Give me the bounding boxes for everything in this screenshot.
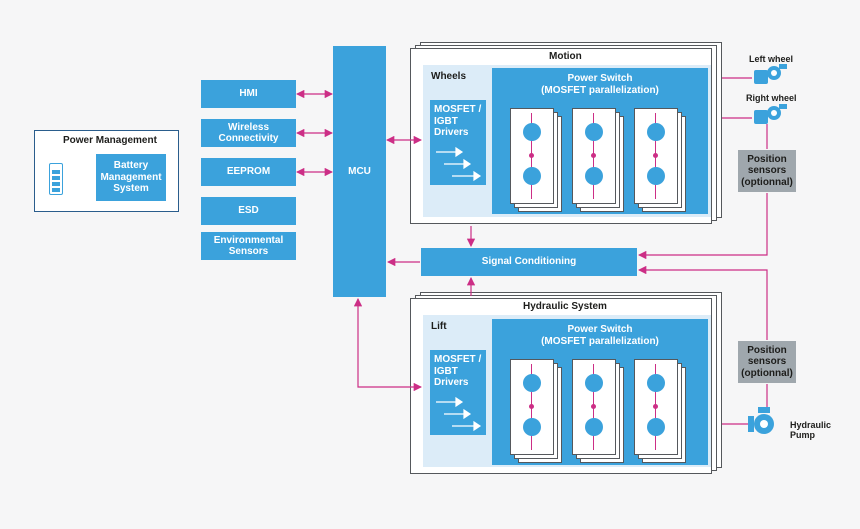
- motion-power-switch-label: Power Switch (MOSFET parallelization): [541, 73, 659, 96]
- position-sensors-top: Position sensors (optionnal): [738, 150, 796, 192]
- bms-block: Battery Management System: [96, 154, 166, 201]
- lift-transistor-high-2: [647, 374, 665, 392]
- right-wheel-label: Right wheel: [746, 93, 797, 103]
- lift-transistor-high-0: [523, 374, 541, 392]
- lift-switch-node-1: [591, 404, 596, 409]
- lift-drivers-label: MOSFET / IGBT Drivers: [434, 354, 482, 388]
- motion-switch-node-0: [529, 153, 534, 158]
- lift-power-switch-label: Power Switch (MOSFET parallelization): [541, 324, 659, 347]
- motion-switch-node-2: [653, 153, 658, 158]
- esd-block: ESD: [201, 197, 296, 225]
- motion-driver-glyphs: [436, 146, 482, 182]
- lift-label: Lift: [431, 321, 447, 332]
- signal-conditioning-block: Signal Conditioning: [421, 248, 637, 276]
- lift-drivers-block: MOSFET / IGBT Drivers: [430, 350, 486, 435]
- lift-switch-node-0: [529, 404, 534, 409]
- hydraulic-title: Hydraulic System: [523, 301, 607, 312]
- lift-switch-node-2: [653, 404, 658, 409]
- power-management-title: Power Management: [63, 135, 157, 146]
- battery-icon: [49, 163, 63, 195]
- power-management-box: Power Management Battery Management Syst…: [34, 130, 179, 212]
- motion-transistor-low-2: [647, 167, 665, 185]
- motion-mosfet-card-1-0: [572, 108, 616, 204]
- mcu-lift-wire: [353, 297, 423, 392]
- lift-driver-glyphs: [436, 396, 482, 432]
- lift-transistor-low-1: [585, 418, 603, 436]
- lift-transistor-high-1: [585, 374, 603, 392]
- motion-drivers-label: MOSFET / IGBT Drivers: [434, 104, 482, 138]
- lift-mosfet-card-0-0: [510, 359, 554, 455]
- motion-transistor-high-2: [647, 123, 665, 141]
- hydraulic-pump-label: Hydraulic Pump: [790, 420, 832, 441]
- pump-icon: [748, 407, 774, 434]
- mcu-block: MCU: [333, 46, 386, 297]
- lift-mosfet-card-2-0: [634, 359, 678, 455]
- hmi-block: HMI: [201, 80, 296, 108]
- motion-title: Motion: [549, 51, 582, 62]
- left-wheel-icon: [754, 64, 787, 84]
- motion-drivers-block: MOSFET / IGBT Drivers: [430, 100, 486, 185]
- left-wheel-label: Left wheel: [749, 54, 794, 64]
- environmental-sensors-block: Environmental Sensors: [201, 232, 296, 260]
- sensor-top-to-signal-wire: [637, 193, 768, 260]
- motion-switch-node-1: [591, 153, 596, 158]
- motion-transistor-low-0: [523, 167, 541, 185]
- sensor-bottom-to-signal-wire: [637, 265, 768, 340]
- motion-transistor-low-1: [585, 167, 603, 185]
- eeprom-block: EEPROM: [201, 158, 296, 186]
- lift-mosfet-card-1-0: [572, 359, 616, 455]
- position-sensors-bottom: Position sensors (optionnal): [738, 341, 796, 383]
- wheels-label: Wheels: [431, 71, 467, 82]
- motion-mosfet-card-0-0: [510, 108, 554, 204]
- wireless-block: Wireless Connectivity: [201, 119, 296, 147]
- lift-transistor-low-2: [647, 418, 665, 436]
- lift-transistor-low-0: [523, 418, 541, 436]
- motion-mosfet-card-2-0: [634, 108, 678, 204]
- right-wheel-icon: [754, 104, 787, 124]
- motion-transistor-high-0: [523, 123, 541, 141]
- motion-transistor-high-1: [585, 123, 603, 141]
